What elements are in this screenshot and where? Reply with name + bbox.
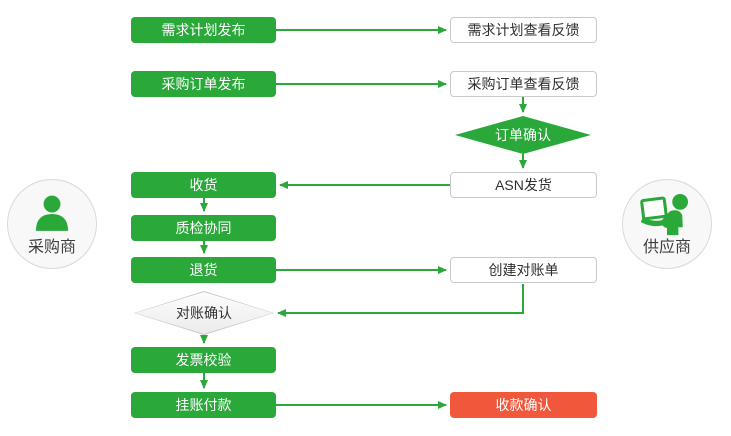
actor-buyer-label: 采购商 bbox=[27, 239, 76, 256]
flow-step-demand-plan-publish: 需求计划发布 bbox=[131, 17, 276, 43]
flow-step-return-goods: 退货 bbox=[131, 257, 276, 283]
supplier-laptop-icon bbox=[623, 192, 711, 238]
decision-label: 对账确认 bbox=[176, 305, 232, 321]
actor-supplier-label: 供应商 bbox=[642, 239, 691, 256]
flow-step-invoice-check: 发票校验 bbox=[131, 347, 276, 373]
flow-decision-recon-confirm: 对账确认 bbox=[134, 291, 274, 335]
flow-step-receive-goods: 收货 bbox=[131, 172, 276, 198]
flow-step-demand-plan-feedback: 需求计划查看反馈 bbox=[450, 17, 597, 43]
flow-step-asn-ship: ASN发货 bbox=[450, 172, 597, 198]
actor-supplier: 供应商 bbox=[622, 179, 712, 269]
edge-create-recon-to-recon-confirm bbox=[277, 284, 524, 317]
flow-step-create-recon: 创建对账单 bbox=[450, 257, 597, 283]
flow-step-po-feedback: 采购订单查看反馈 bbox=[450, 71, 597, 97]
actor-buyer: 采购商 bbox=[7, 179, 97, 269]
flow-step-payment-confirm: 收款确认 bbox=[450, 392, 597, 418]
flow-step-quality-collab: 质检协同 bbox=[131, 215, 276, 241]
buyer-person-icon bbox=[8, 194, 96, 234]
flow-step-po-publish: 采购订单发布 bbox=[131, 71, 276, 97]
flow-step-book-payment: 挂账付款 bbox=[131, 392, 276, 418]
